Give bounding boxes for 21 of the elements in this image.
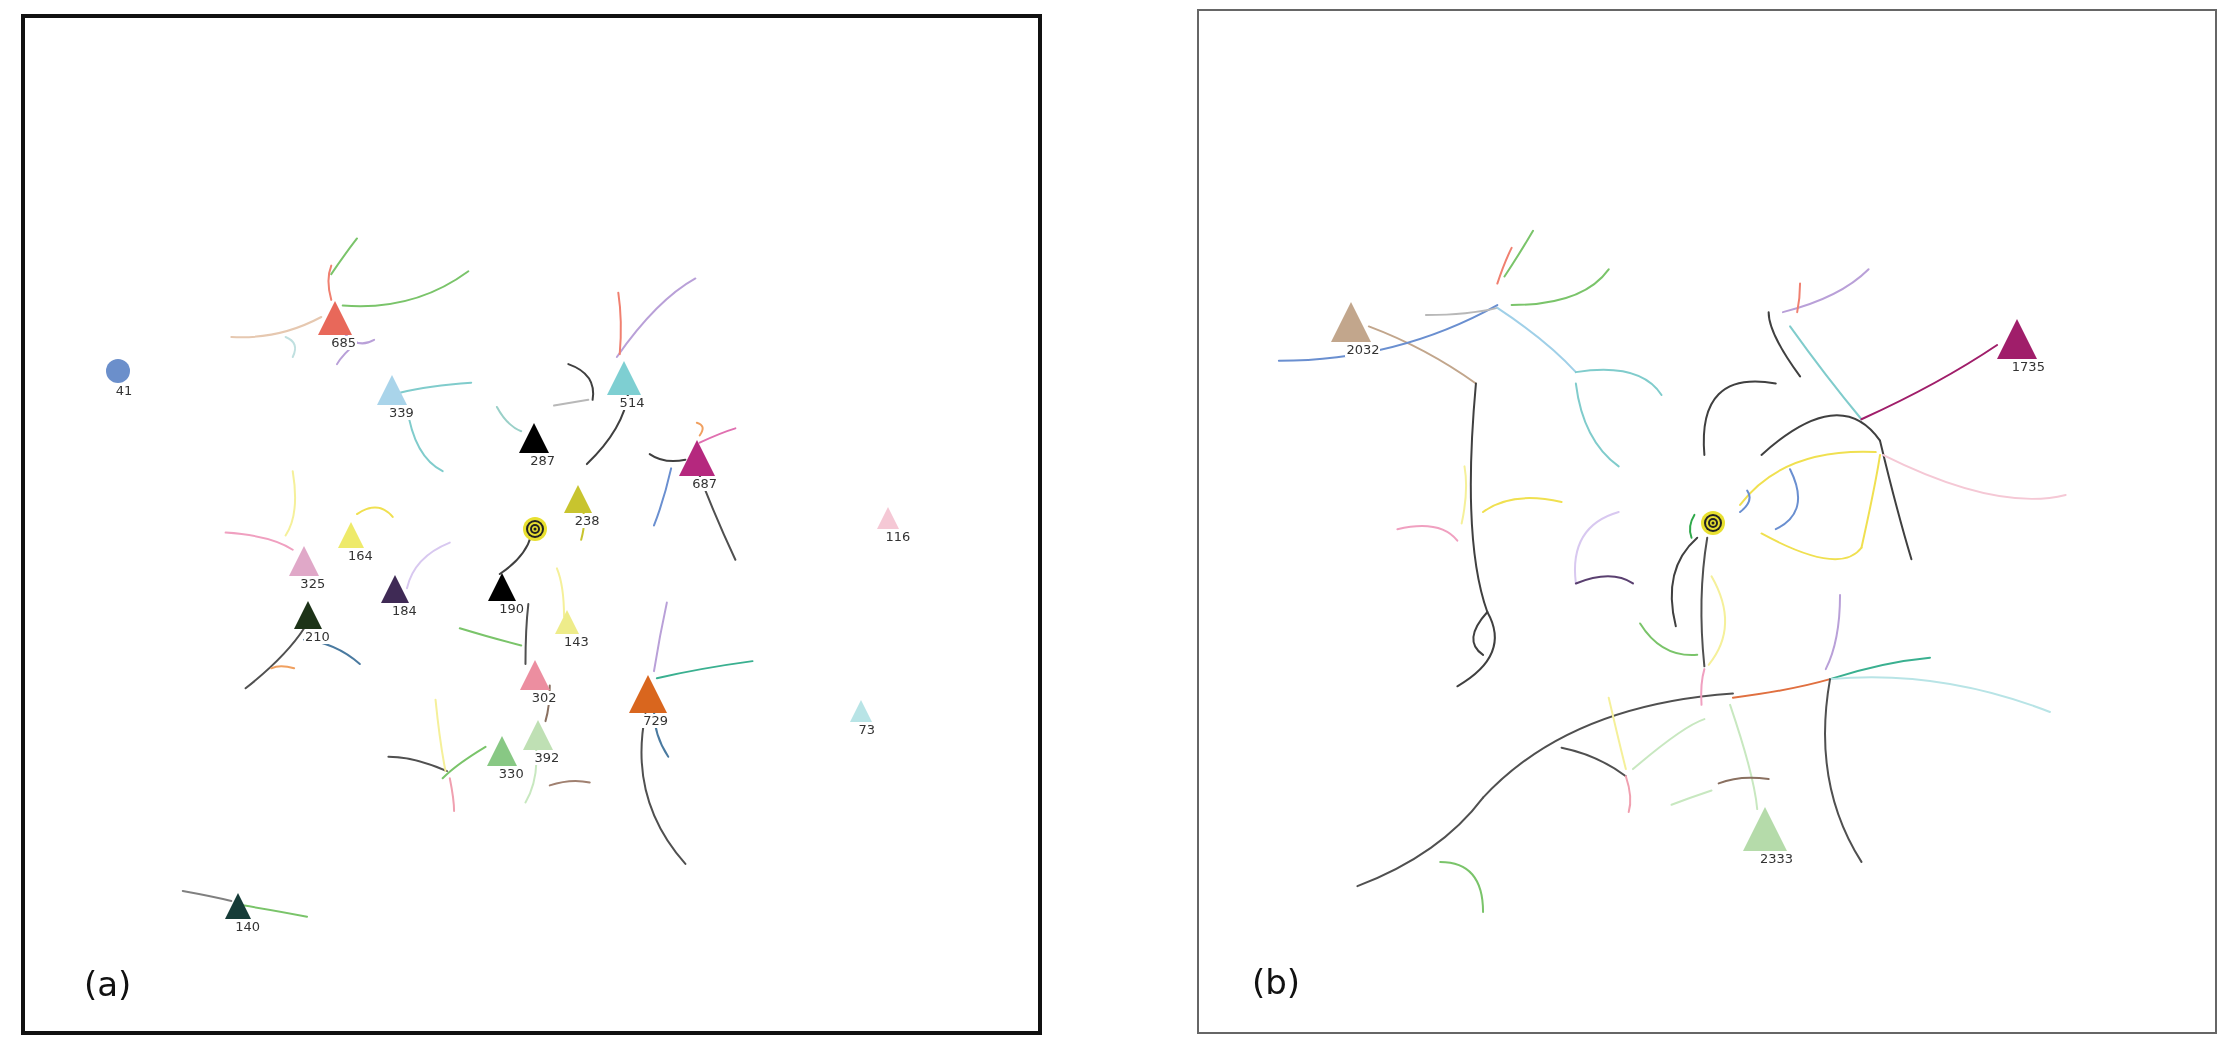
marker-number: 210: [303, 630, 331, 645]
marker-number: 330: [497, 766, 525, 781]
marker-number: 238: [573, 514, 601, 529]
marker-number: 687: [691, 477, 718, 492]
marker-number: 392: [533, 751, 561, 766]
plot-panel: [21, 14, 1042, 1035]
marker-number: 339: [387, 405, 415, 420]
marker-number: 325: [299, 576, 327, 591]
plot-panel: [1197, 9, 2217, 1034]
marker-number: 2333: [1758, 851, 1794, 866]
marker-number: 190: [498, 601, 525, 616]
panel-label: (a): [84, 964, 132, 1004]
marker-number: 685: [330, 336, 357, 351]
panel-label: (b): [1252, 962, 1301, 1002]
marker-number: 514: [618, 396, 646, 411]
marker-number: 302: [530, 691, 558, 706]
marker-number: 729: [642, 713, 670, 728]
marker-number: 73: [857, 722, 876, 737]
marker-number: 2032: [1345, 342, 1381, 357]
marker-number: 41: [114, 383, 134, 398]
marker-number: 1735: [2010, 360, 2046, 374]
